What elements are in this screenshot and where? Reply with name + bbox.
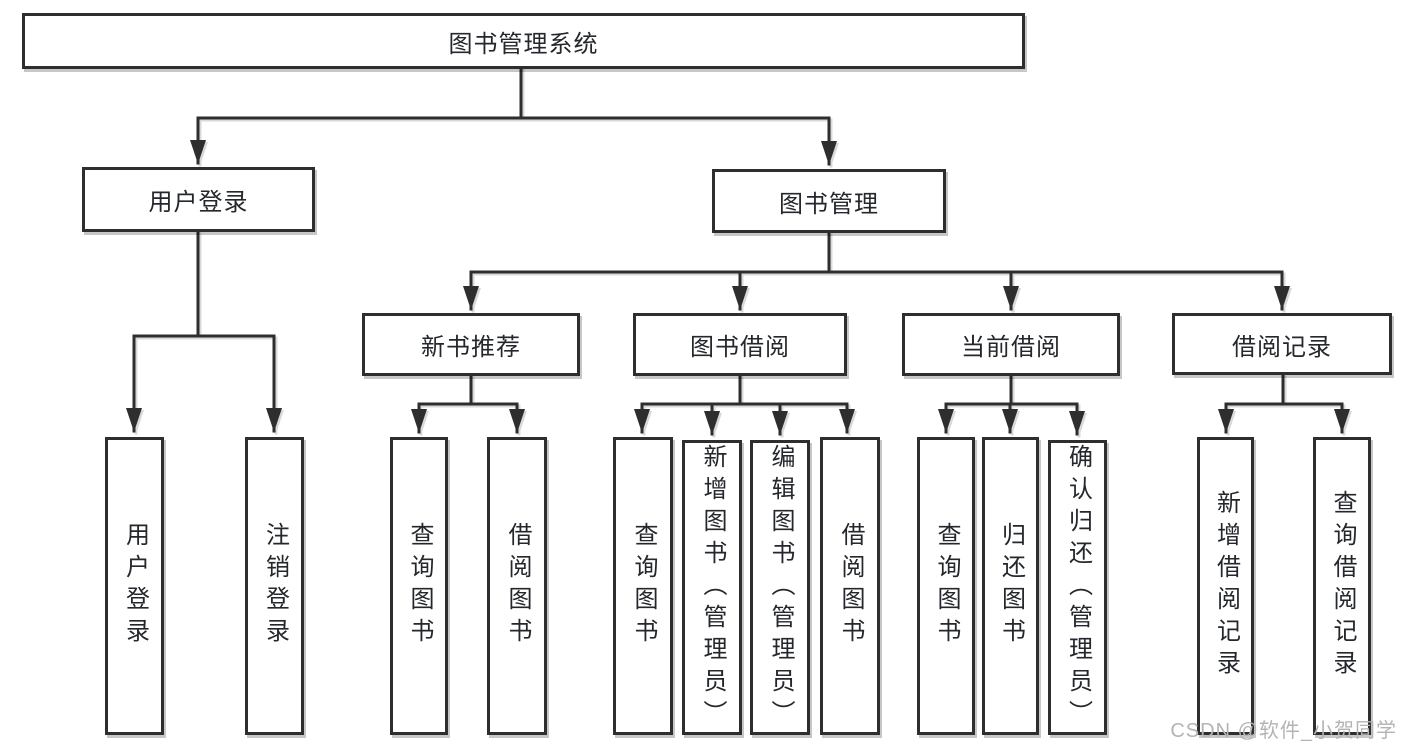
leaf-current-return-books: 归还图书 [982, 437, 1039, 735]
node-book-borrowing: 图书借阅 [633, 313, 847, 376]
leaf-records-query-borrow-record: 查询借阅记录 [1313, 437, 1371, 735]
node-label: 借阅记录 [1232, 333, 1332, 361]
leaf-recommend-query-books: 查询图书 [390, 437, 448, 735]
node-new-book-recommend: 新书推荐 [362, 313, 580, 376]
node-label: 查询图书 [630, 522, 657, 650]
node-label: 编辑图书（管理员） [767, 443, 794, 732]
node-label: 注销登录 [261, 522, 289, 650]
node-label: 图书借阅 [690, 334, 790, 361]
leaf-borrowing-borrow-books: 借阅图书 [820, 437, 880, 735]
node-label: 新书推荐 [421, 334, 521, 361]
node-label: 借阅图书 [504, 522, 531, 650]
leaf-current-query-books: 查询图书 [917, 437, 975, 735]
node-user-login: 用户登录 [82, 167, 315, 232]
node-label: 图书管理 [779, 190, 879, 218]
leaf-records-add-borrow-record: 新增借阅记录 [1197, 437, 1254, 735]
node-library-management-system: 图书管理系统 [22, 13, 1025, 69]
node-label: 归还图书 [997, 522, 1025, 650]
node-label: 用户登录 [148, 189, 249, 216]
node-label: 新增图书（管理员） [699, 443, 726, 732]
node-label: 新增借阅记录 [1212, 490, 1240, 682]
node-label: 当前借阅 [961, 334, 1061, 361]
csdn-watermark: CSDN @软件_小贺同学 [1170, 720, 1397, 742]
node-label: 查询借阅记录 [1329, 490, 1356, 682]
node-borrowing-records: 借阅记录 [1172, 313, 1392, 375]
leaf-recommend-borrow-books: 借阅图书 [487, 437, 547, 735]
leaf-borrowing-query-books: 查询图书 [613, 437, 673, 735]
node-label: 确认归还（管理员） [1064, 443, 1092, 732]
node-current-borrowing: 当前借阅 [902, 313, 1120, 376]
leaf-borrowing-add-books-admin: 新增图书（管理员） [682, 440, 742, 735]
node-label: 图书管理系统 [448, 30, 599, 58]
leaf-logout: 注销登录 [245, 437, 304, 735]
node-label: 用户登录 [121, 522, 149, 650]
node-label: 借阅图书 [837, 522, 864, 650]
leaf-borrowing-edit-books-admin: 编辑图书（管理员） [750, 440, 810, 735]
node-label: 查询图书 [933, 522, 960, 650]
leaf-current-confirm-return-admin: 确认归还（管理员） [1048, 440, 1107, 735]
node-label: 查询图书 [406, 522, 433, 650]
leaf-user-login: 用户登录 [105, 437, 164, 735]
node-book-management: 图书管理 [712, 169, 946, 233]
